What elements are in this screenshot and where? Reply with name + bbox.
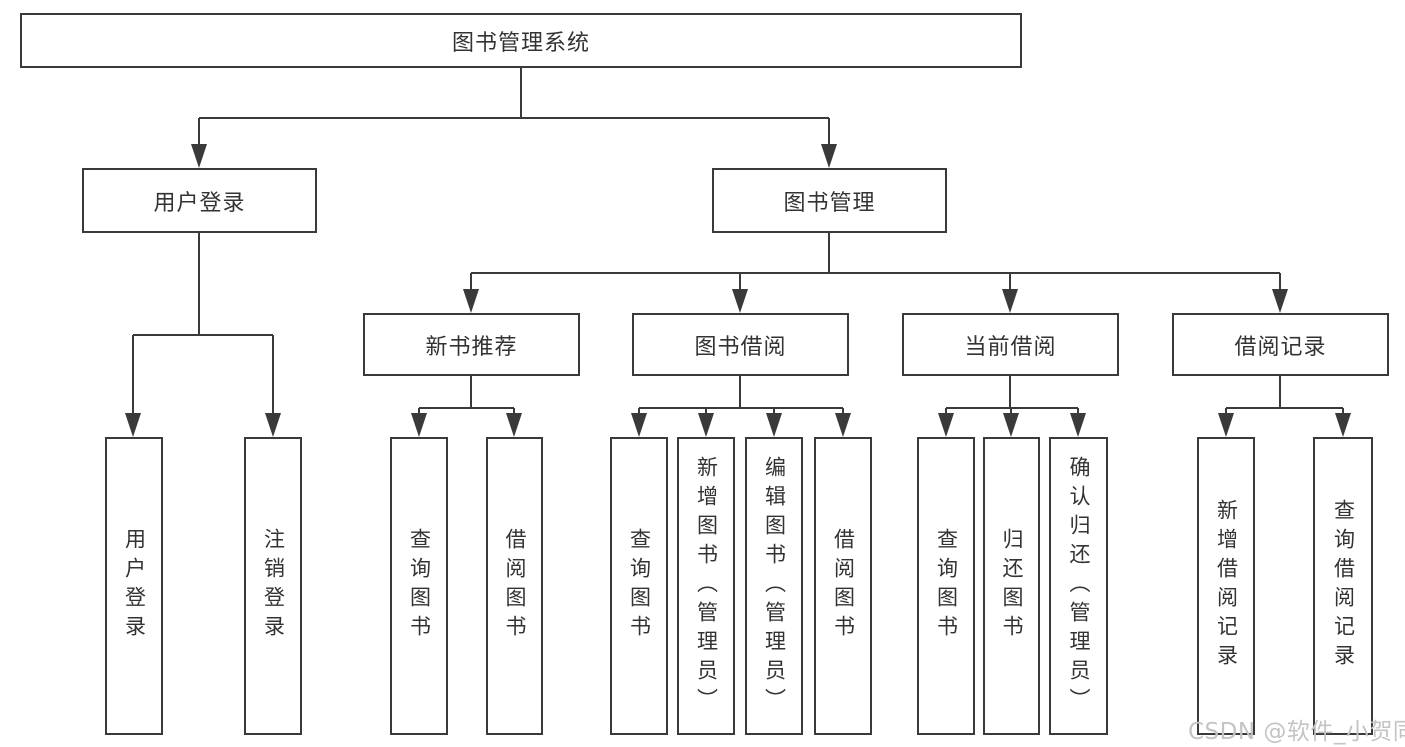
leaf-return-books: 归还图书 bbox=[983, 437, 1040, 735]
leaf-label: 查询图书 bbox=[934, 528, 959, 644]
leaf-query-books-recommend: 查询图书 bbox=[390, 437, 448, 735]
leaf-label: 归还图书 bbox=[1000, 528, 1024, 644]
node-current-borrow: 当前借阅 bbox=[902, 313, 1119, 376]
leaf-label: 新增借阅记录 bbox=[1214, 499, 1239, 673]
connector-line bbox=[945, 376, 1079, 420]
leaf-label: 用户登录 bbox=[122, 528, 147, 644]
arrowhead bbox=[698, 413, 714, 437]
leaf-query-books-borrow: 查询图书 bbox=[610, 437, 668, 735]
connector-group-borrow-records bbox=[1218, 376, 1351, 437]
node-user-login: 用户登录 bbox=[82, 168, 317, 233]
csdn-watermark: CSDN @软件_小贺同学 bbox=[1188, 719, 1405, 745]
connector-line bbox=[198, 68, 830, 150]
arrowhead bbox=[732, 289, 748, 313]
arrowhead bbox=[835, 413, 851, 437]
arrowhead bbox=[411, 413, 427, 437]
node-borrow-records: 借阅记录 bbox=[1172, 313, 1389, 376]
leaf-borrow-books: 借阅图书 bbox=[814, 437, 872, 735]
node-book-management: 图书管理 bbox=[712, 168, 947, 233]
leaf-borrow-books-recommend: 借阅图书 bbox=[486, 437, 543, 735]
leaf-query-books-current: 查询图书 bbox=[917, 437, 975, 735]
leaf-label: 借阅图书 bbox=[503, 528, 527, 644]
arrowhead bbox=[821, 144, 837, 168]
arrowhead bbox=[766, 413, 782, 437]
connector-line bbox=[418, 376, 515, 420]
arrowhead bbox=[1003, 413, 1019, 437]
leaf-label: 编辑图书（管理员） bbox=[762, 455, 787, 717]
leaf-label: 确认归还（管理员） bbox=[1067, 455, 1091, 717]
arrowhead bbox=[1272, 289, 1288, 313]
connector-group-new-book-recommend bbox=[411, 376, 522, 437]
connector-group-book-management bbox=[463, 233, 1288, 313]
leaf-confirm-return-admin: 确认归还（管理员） bbox=[1049, 437, 1108, 735]
leaf-add-borrow-record: 新增借阅记录 bbox=[1197, 437, 1255, 735]
leaf-query-borrow-record: 查询借阅记录 bbox=[1313, 437, 1373, 735]
leaf-label: 查询图书 bbox=[407, 528, 432, 644]
leaf-user-login: 用户登录 bbox=[105, 437, 163, 735]
arrowhead bbox=[191, 144, 207, 168]
connector-line bbox=[638, 376, 844, 420]
node-library-management-system: 图书管理系统 bbox=[20, 13, 1022, 68]
node-new-book-recommend: 新书推荐 bbox=[363, 313, 580, 376]
connector-group-user-login bbox=[125, 233, 281, 437]
arrowhead bbox=[1070, 413, 1086, 437]
leaf-logout: 注销登录 bbox=[244, 437, 302, 735]
connector-group-root bbox=[191, 68, 837, 168]
leaf-label: 借阅图书 bbox=[831, 528, 856, 644]
connector-line bbox=[470, 233, 1281, 293]
leaf-label: 新增图书（管理员） bbox=[694, 455, 719, 717]
leaf-label: 注销登录 bbox=[261, 528, 286, 644]
leaf-label: 查询图书 bbox=[627, 528, 652, 644]
node-book-borrow: 图书借阅 bbox=[632, 313, 849, 376]
arrowhead bbox=[1218, 413, 1234, 437]
leaf-add-books-admin: 新增图书（管理员） bbox=[677, 437, 735, 735]
arrowhead bbox=[506, 413, 522, 437]
leaf-label: 查询借阅记录 bbox=[1331, 499, 1356, 673]
connector-line bbox=[1225, 376, 1344, 420]
arrowhead bbox=[1002, 289, 1018, 313]
connector-line bbox=[132, 233, 274, 421]
leaf-edit-books-admin: 编辑图书（管理员） bbox=[745, 437, 803, 735]
connector-group-book-borrow bbox=[631, 376, 851, 437]
arrowhead bbox=[125, 413, 141, 437]
arrowhead bbox=[265, 413, 281, 437]
arrowhead bbox=[938, 413, 954, 437]
arrowhead bbox=[1335, 413, 1351, 437]
arrowhead bbox=[631, 413, 647, 437]
connector-group-current-borrow bbox=[938, 376, 1086, 437]
arrowhead bbox=[463, 289, 479, 313]
